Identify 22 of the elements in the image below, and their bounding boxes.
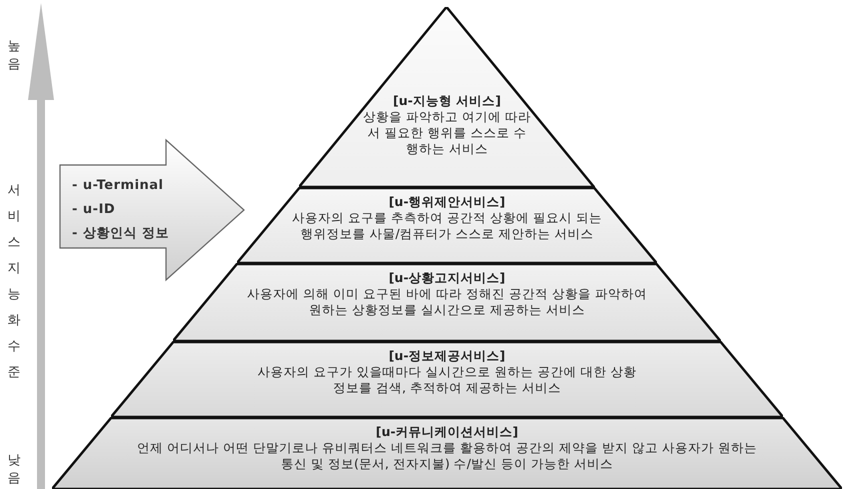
tier-heading: [u-커뮤니케이션서비스] — [374, 424, 520, 440]
tier-description: 사용자의 요구를 추측하여 공간적 상황에 필요시 되는 행위정보를 사물/컴퓨터가 스스로 제안하는 서비스 — [291, 210, 603, 242]
pyramid-tier — [52, 417, 842, 489]
block-arrow — [58, 138, 246, 282]
pyramid-tier — [111, 341, 783, 417]
list-item: - u-ID — [72, 201, 116, 219]
tier-description: 언제 어디서나 어떤 단말기로나 유비쿼터스 네트워크를 활용하여 공간의 제약을 받지 않고 사용자가 원하는 통신 및 정보(문서, 전자지불) 수/발신 등이 가능한 서비스 — [136, 440, 758, 472]
pyramid-tier — [299, 7, 594, 187]
list-item: - u-Terminal — [72, 177, 165, 195]
axis-label: 서비스 지능화 수준 — [6, 182, 22, 382]
list-item: - 상황인식 정보 — [72, 225, 169, 243]
tier-description: 사용자의 요구가 있을때마다 실시간으로 원하는 공간에 대한 상황정보를 검색, 추적하여 제공하는 서비스 — [256, 364, 638, 396]
tier-heading: [u-정보제공서비스] — [388, 348, 506, 364]
pyramid-tier — [237, 187, 657, 263]
tier-description: 상황을 파악하고 여기에 따라서 필요한 행위를 스스로 수행하는 서비스 — [362, 109, 531, 157]
axis-label: 낮음 — [6, 452, 22, 488]
tier-heading: [u-상황고지서비스] — [388, 270, 506, 286]
tier-heading: [u-행위제안서비스] — [388, 194, 506, 210]
pyramid-tier — [173, 263, 721, 341]
tier-heading: [u-지능형 서비스] — [392, 93, 502, 109]
tier-description: 사용자에 의해 이미 요구된 바에 따라 정해진 공간적 상황을 파악하여 원하는 상황정보를 실시간으로 제공하는 서비스 — [246, 286, 648, 318]
axis-label: 높음 — [6, 38, 22, 74]
